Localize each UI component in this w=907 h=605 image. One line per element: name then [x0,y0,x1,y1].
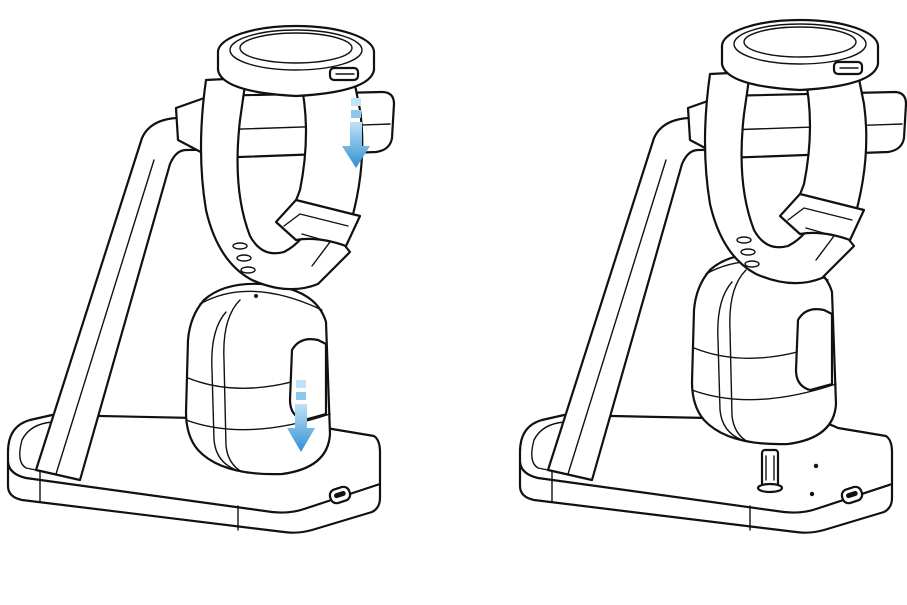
case-down-arrow-icon [287,380,315,452]
usb-c-pin-icon [756,448,784,494]
right-earbuds-case [690,252,838,446]
right-indicator-led [809,491,815,497]
right-panel [518,18,907,534]
watch-down-arrow-icon [342,98,370,168]
left-panel [6,24,396,534]
left-earbuds-case [184,282,332,476]
left-smartwatch [199,24,376,291]
